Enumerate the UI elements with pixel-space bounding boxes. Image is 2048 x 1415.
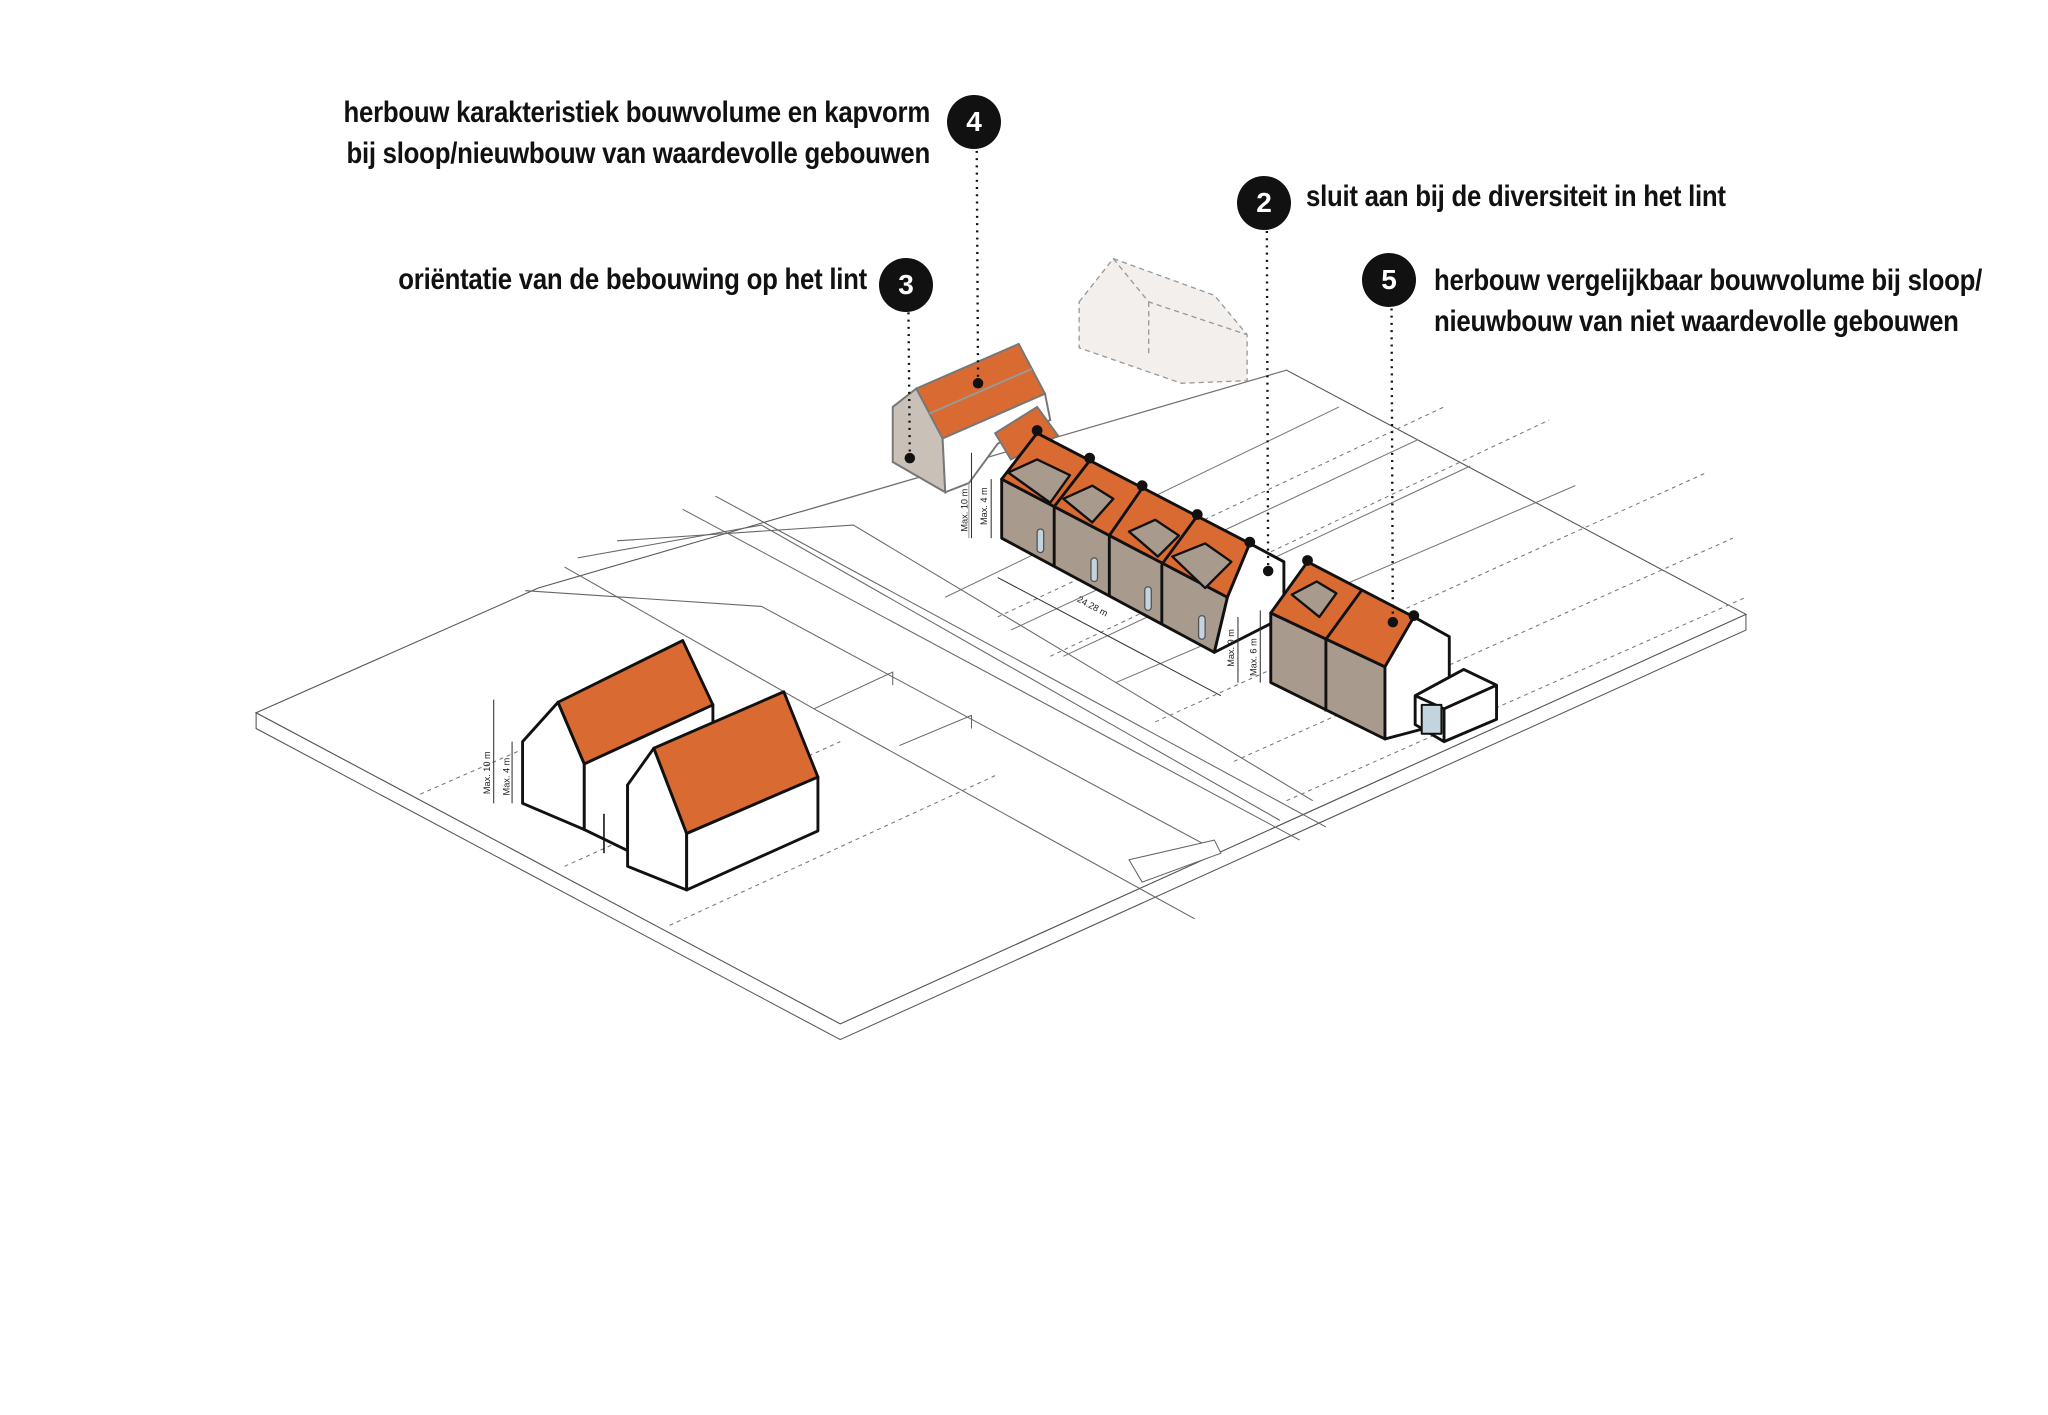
- road: [525, 495, 1327, 920]
- ground-plate: [254, 369, 1748, 1041]
- dimension-lines: [493, 452, 1261, 804]
- right-max-eave-label: Max. 6 m: [1248, 638, 1258, 676]
- leader-dots: [904, 378, 1399, 628]
- barn: [891, 342, 1060, 539]
- row-max-eave-label: Max. 4 m: [979, 487, 989, 525]
- ghost-house: [1078, 257, 1248, 384]
- left-max-eave-label: Max. 4 m: [501, 757, 511, 795]
- right-houses: [1269, 555, 1498, 744]
- row-max-height-label: Max. 10 m: [960, 488, 970, 531]
- callout-5-line-1: herbouw vergelijkbaar bouwvolume bij slo…: [1434, 264, 1983, 297]
- callout-5-badge: 5: [1362, 253, 1416, 307]
- callout-4-line-1: herbouw karakteristiek bouwvolume en kap…: [343, 96, 930, 129]
- callout-2-text: sluit aan bij de diversiteit in het lint: [1306, 176, 1726, 217]
- callout-4-line-2: bij sloop/nieuwbouw van waardevolle gebo…: [346, 137, 930, 170]
- callout-3-line-1: oriëntatie van de bebouwing op het lint: [398, 263, 867, 296]
- leader-lines: [907, 150, 1395, 623]
- row-houses: [1000, 425, 1286, 654]
- callout-5-text: herbouw vergelijkbaar bouwvolume bij slo…: [1434, 260, 1982, 342]
- left-max-height-label: Max. 10 m: [482, 751, 492, 794]
- callout-5-line-2: nieuwbouw van niet waardevolle gebouwen: [1434, 305, 1959, 338]
- callout-3-text: oriëntatie van de bebouwing op het lint: [398, 259, 867, 300]
- right-max-height-label: Max. 9 m: [1226, 629, 1236, 667]
- callout-2-badge: 2: [1237, 176, 1291, 230]
- callout-2-line-1: sluit aan bij de diversiteit in het lint: [1306, 180, 1726, 213]
- left-house: [521, 639, 820, 892]
- callout-4-text: herbouw karakteristiek bouwvolume en kap…: [343, 92, 930, 174]
- callout-3-badge: 3: [879, 258, 933, 312]
- callout-4-badge: 4: [947, 95, 1001, 149]
